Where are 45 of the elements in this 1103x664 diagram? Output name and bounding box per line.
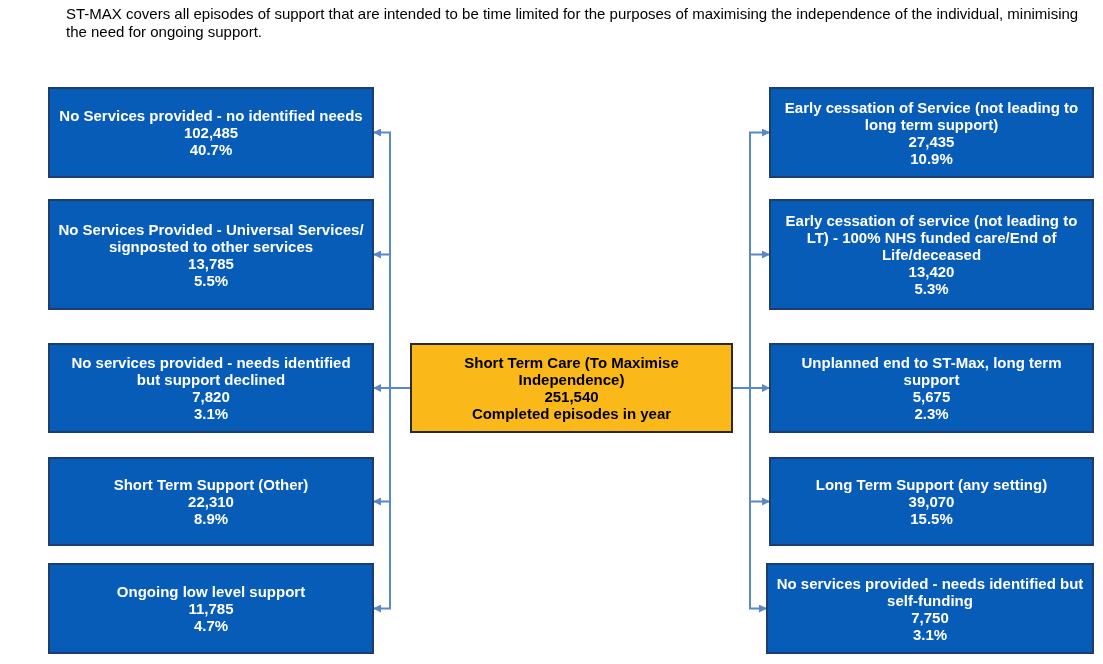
box-heading: Unplanned end to ST-Max, long term support (800, 354, 1063, 388)
outcome-box (48, 563, 374, 654)
outcome-box (48, 199, 374, 310)
box-value: 11,785 (188, 600, 234, 617)
box-value: 2.3% (914, 405, 949, 422)
box-value: 13,420 (908, 263, 955, 280)
outcome-box (769, 87, 1094, 178)
box-value: 15.5% (910, 510, 953, 527)
box-value: 13,785 (188, 254, 234, 272)
outcome-box (766, 563, 1094, 654)
box-value: 5.3% (914, 280, 949, 297)
box-heading: Early cessation of service (not leading to LT) - 100% NHS funded care/End of Life/deceased (784, 212, 1079, 263)
box-value: 102,485 (183, 124, 239, 141)
box-value: 4.7% (193, 617, 229, 634)
outcome-box (48, 457, 374, 546)
box-heading: Early cessation of Service (not leading to long term support) (783, 98, 1080, 133)
box-value: 40.7% (189, 141, 233, 158)
box-value: Completed episodes in year (471, 405, 672, 422)
outcome-box (769, 199, 1094, 310)
box-heading: No Services provided - no identified needs (59, 107, 363, 124)
box-value: 251,540 (544, 388, 599, 405)
outcome-box (48, 343, 374, 433)
box-value: 3.1% (193, 405, 229, 422)
box-heading: Long Term Support (any setting) (815, 476, 1048, 493)
box-heading: No services provided - needs identified but self-funding (776, 574, 1084, 609)
box-value: 10.9% (910, 149, 953, 167)
source-box (410, 343, 733, 433)
outcome-box (48, 87, 374, 178)
box-value: 5.5% (193, 271, 229, 289)
outcome-box (769, 343, 1094, 433)
box-heading: Short Term Care (To Maximise Independence) (463, 354, 680, 388)
box-value: 27,435 (908, 132, 955, 150)
box-value: 3.1% (912, 625, 948, 643)
box-heading: Ongoing low level support (116, 583, 306, 600)
box-value: 7,820 (192, 388, 230, 405)
box-value: 22,310 (188, 493, 234, 510)
box-value: 8.9% (193, 510, 229, 527)
box-value: 5,675 (912, 388, 951, 405)
box-heading: Short Term Support (Other) (113, 476, 309, 493)
box-heading: No services provided - needs identified but support declined (70, 354, 352, 388)
box-value: 39,070 (908, 493, 955, 510)
outcome-box (769, 457, 1094, 546)
description-text: ST-MAX covers all episodes of support that are intended to be time limited for the purposes of maximising the independence of the individual, minimising the need for ongoing support. (66, 5, 1080, 41)
box-heading: No Services Provided - Universal Services/ signposted to other services (58, 220, 364, 255)
box-value: 7,750 (911, 608, 949, 626)
